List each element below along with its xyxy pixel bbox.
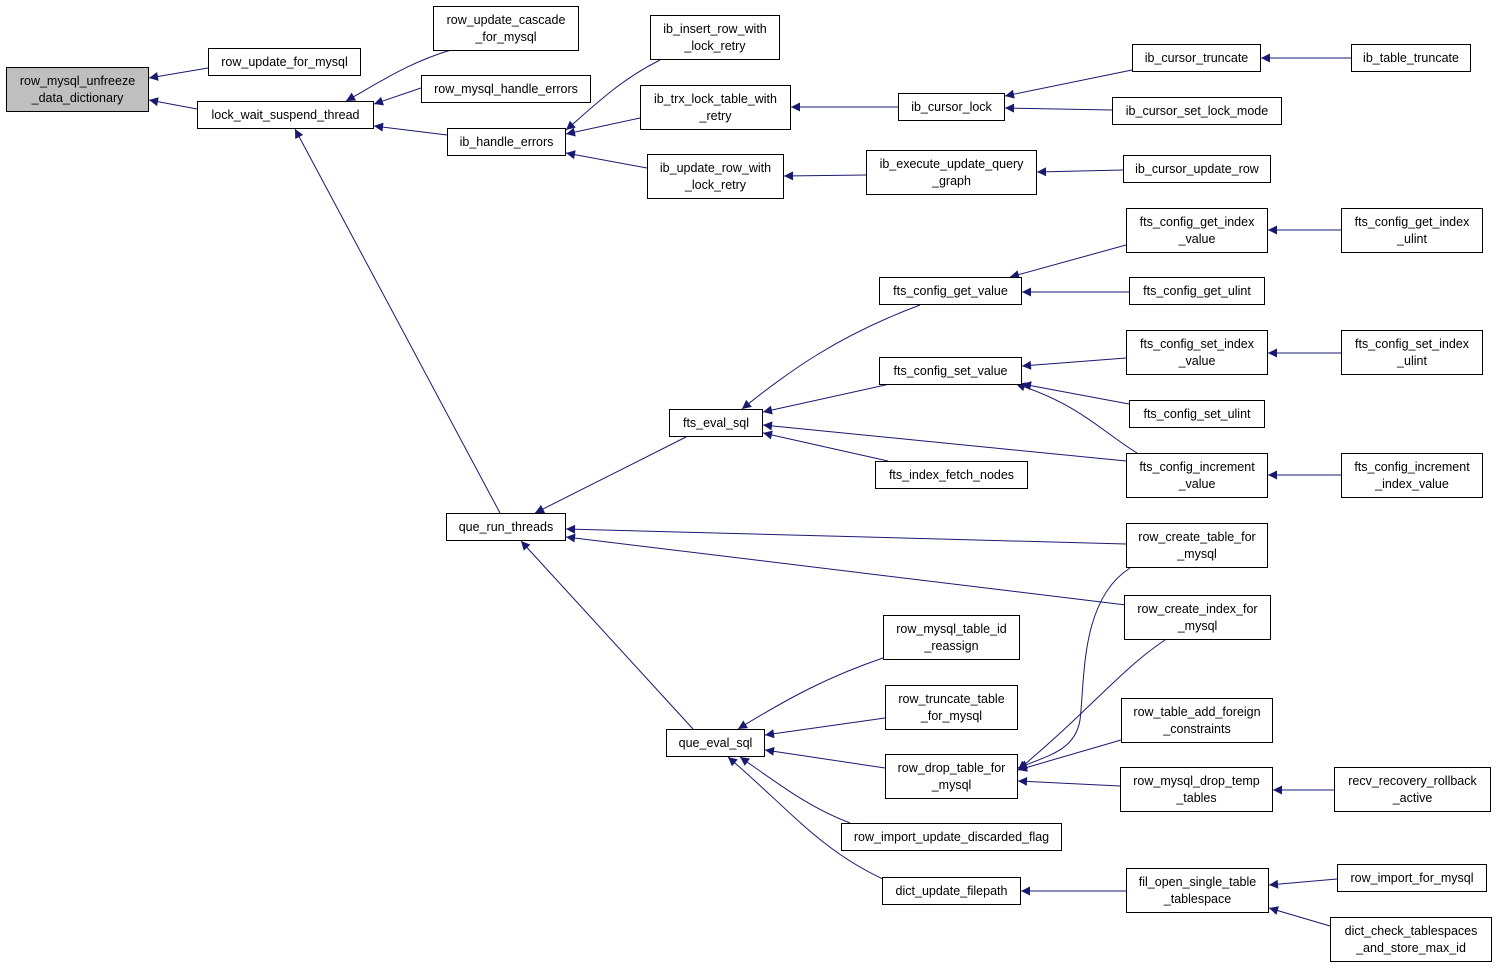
node-ib-table-truncate[interactable]: ib_table_truncate	[1351, 44, 1471, 72]
node-fts-index-fetch-nodes[interactable]: fts_index_fetch_nodes	[875, 461, 1028, 489]
node-dict-update-filepath[interactable]: dict_update_filepath	[882, 877, 1021, 905]
node-row-table-add-foreign-constraints[interactable]: row_table_add_foreign _constraints	[1121, 698, 1273, 743]
edge-from-fts-config-set-index-value	[1021, 357, 1127, 370]
edge-from-fts-config-set-ulint	[1021, 381, 1130, 405]
node-row-truncate-table-for-mysql[interactable]: row_truncate_table _for_mysql	[885, 685, 1018, 730]
node-recv-recovery-rollback-active[interactable]: recv_recovery_rollback _active	[1334, 767, 1491, 812]
node-row-import-for-mysql[interactable]: row_import_for_mysql	[1337, 864, 1487, 892]
edge-from-fts-config-get-index-value	[1009, 244, 1127, 279]
edge-from-row-truncate-table-for-mysql	[764, 717, 886, 739]
edge-from-dict-check-tablespaces-and-store-max-id	[1268, 906, 1331, 927]
node-que-run-threads[interactable]: que_run_threads	[446, 513, 566, 541]
node-ib-execute-update-query-graph[interactable]: ib_execute_update_query _graph	[866, 150, 1037, 195]
node-fts-config-increment-index-value[interactable]: fts_config_increment _index_value	[1341, 453, 1483, 498]
node-ib-cursor-truncate[interactable]: ib_cursor_truncate	[1132, 44, 1261, 72]
node-que-eval-sql[interactable]: que_eval_sql	[666, 729, 765, 757]
edge-from-row-import-for-mysql	[1268, 878, 1338, 889]
edge-from-ib-handle-errors	[373, 122, 448, 136]
edge-from-row-table-add-foreign-constraints	[1017, 739, 1122, 772]
edge-from-row-mysql-table-id-reassign	[737, 657, 884, 730]
edge-from-row-create-index-for-mysql	[1017, 639, 1166, 771]
node-ib-cursor-set-lock-mode[interactable]: ib_cursor_set_lock_mode	[1112, 97, 1282, 125]
edge-from-row-drop-table-for-mysql	[764, 746, 886, 769]
edge-from-row-mysql-drop-temp-tables	[1017, 776, 1121, 787]
node-row-update-for-mysql[interactable]: row_update_for_mysql	[208, 48, 361, 76]
node-fts-config-set-index-ulint[interactable]: fts_config_set_index _ulint	[1341, 330, 1483, 375]
node-fil-open-single-table-tablespace[interactable]: fil_open_single_table _tablespace	[1126, 868, 1269, 913]
node-ib-insert-row-with-lock-retry[interactable]: ib_insert_row_with _lock_retry	[650, 15, 780, 60]
edge-from-ib-execute-update-query-graph	[783, 171, 867, 181]
edge-from-ib-cursor-truncate	[1004, 69, 1133, 99]
edge-from-ib-cursor-update-row	[1036, 167, 1124, 177]
node-row-mysql-handle-errors[interactable]: row_mysql_handle_errors	[421, 75, 591, 103]
edge-from-dict-update-filepath	[727, 756, 886, 881]
node-fts-eval-sql[interactable]: fts_eval_sql	[669, 409, 763, 437]
edge-from-fts-config-get-value	[741, 304, 921, 410]
edge-from-que-run-threads	[294, 128, 501, 514]
edge-from-ib-cursor-set-lock-mode	[1004, 103, 1113, 113]
node-fts-config-get-index-ulint[interactable]: fts_config_get_index _ulint	[1341, 208, 1483, 253]
edge-from-row-import-update-discarded-flag	[739, 756, 851, 824]
node-ib-cursor-lock[interactable]: ib_cursor_lock	[898, 93, 1005, 121]
edge-from-fts-config-increment-value	[762, 421, 1127, 462]
node-fts-config-get-index-value[interactable]: fts_config_get_index _value	[1126, 208, 1268, 253]
node-lock-wait-suspend-thread[interactable]: lock_wait_suspend_thread	[197, 101, 374, 129]
node-row-update-cascade-for-mysql[interactable]: row_update_cascade _for_mysql	[433, 6, 579, 51]
node-ib-update-row-with-lock-retry[interactable]: ib_update_row_with _lock_retry	[647, 154, 784, 199]
edge-from-ib-trx-lock-table-with-retry	[565, 117, 641, 137]
edge-from-row-update-cascade-for-mysql	[345, 49, 452, 102]
edge-from-fts-config-set-value	[762, 383, 891, 415]
node-ib-handle-errors[interactable]: ib_handle_errors	[447, 128, 566, 156]
edge-from-ib-update-row-with-lock-retry	[565, 150, 648, 169]
node-row-drop-table-for-mysql[interactable]: row_drop_table_for _mysql	[885, 754, 1018, 799]
edge-from-fts-index-fetch-nodes	[762, 430, 889, 462]
node-dict-check-tablespaces-and-store-max-id[interactable]: dict_check_tablespaces _and_store_max_id	[1330, 917, 1492, 962]
edge-from-row-create-table-for-mysql	[1017, 567, 1131, 769]
node-fts-config-get-value[interactable]: fts_config_get_value	[879, 277, 1022, 305]
node-ib-trx-lock-table-with-retry[interactable]: ib_trx_lock_table_with _retry	[640, 85, 791, 130]
node-fts-config-get-ulint[interactable]: fts_config_get_ulint	[1129, 277, 1265, 305]
edge-from-que-eval-sql	[520, 540, 694, 730]
edge-from-lock-wait-suspend-thread	[148, 97, 198, 110]
node-fts-config-set-index-value[interactable]: fts_config_set_index _value	[1126, 330, 1268, 375]
edge-from-row-create-table-for-mysql	[565, 524, 1127, 545]
node-row-import-update-discarded-flag[interactable]: row_import_update_discarded_flag	[841, 823, 1062, 851]
node-row-mysql-table-id-reassign[interactable]: row_mysql_table_id _reassign	[883, 615, 1020, 660]
node-row-mysql-drop-temp-tables[interactable]: row_mysql_drop_temp _tables	[1120, 767, 1273, 812]
edge-from-fts-eval-sql	[534, 436, 687, 514]
node-ib-cursor-update-row[interactable]: ib_cursor_update_row	[1123, 155, 1271, 183]
node-row-create-index-for-mysql[interactable]: row_create_index_for _mysql	[1124, 595, 1271, 640]
edge-from-row-update-for-mysql	[148, 67, 209, 81]
node-row-mysql-unfreeze-data-dictionary: row_mysql_unfreeze _data_dictionary	[6, 67, 149, 112]
edge-from-ib-insert-row-with-lock-retry	[565, 59, 661, 131]
edge-from-row-mysql-handle-errors	[373, 87, 422, 106]
edge-from-fts-config-increment-value	[1015, 382, 1138, 454]
node-fts-config-set-ulint[interactable]: fts_config_set_ulint	[1129, 400, 1265, 428]
node-row-create-table-for-mysql[interactable]: row_create_table_for _mysql	[1126, 523, 1268, 568]
edge-from-row-create-index-for-mysql	[565, 533, 1127, 606]
node-fts-config-set-value[interactable]: fts_config_set_value	[879, 357, 1022, 385]
node-fts-config-increment-value[interactable]: fts_config_increment _value	[1126, 453, 1268, 498]
